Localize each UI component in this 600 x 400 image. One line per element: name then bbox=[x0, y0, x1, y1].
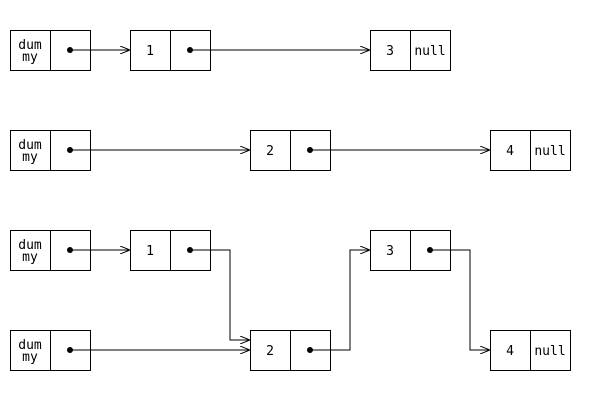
node-value: 4 bbox=[506, 344, 514, 359]
list-node: 4 null bbox=[490, 130, 571, 171]
value-cell bbox=[250, 330, 291, 371]
dummy-label-top: dum bbox=[18, 38, 42, 53]
list-b: dum my 2 4 null bbox=[10, 130, 571, 171]
next-arrow bbox=[190, 249, 250, 340]
node-value: 1 bbox=[146, 244, 154, 259]
dummy-label-cell bbox=[10, 230, 51, 271]
node-value: 2 bbox=[266, 344, 274, 359]
null-pointer: null bbox=[534, 344, 565, 359]
null-pointer: null bbox=[414, 44, 445, 59]
pointer-cell bbox=[410, 30, 451, 71]
dummy-label-cell bbox=[10, 30, 51, 71]
dummy-label-top: dum bbox=[18, 238, 42, 253]
list-node: 4 null bbox=[490, 330, 571, 371]
value-cell bbox=[250, 130, 291, 171]
node-value: 3 bbox=[386, 244, 394, 259]
value-cell bbox=[370, 30, 411, 71]
dummy-label-bottom: my bbox=[22, 250, 38, 265]
next-arrow bbox=[310, 250, 370, 351]
node-value: 2 bbox=[266, 144, 274, 159]
list-a: dum my 1 3 null bbox=[10, 30, 451, 71]
node-value: 3 bbox=[386, 44, 394, 59]
dummy-label-cell bbox=[10, 330, 51, 371]
value-cell bbox=[370, 230, 411, 271]
dummy-label-cell bbox=[10, 130, 51, 171]
dummy-label-bottom: my bbox=[22, 150, 38, 165]
list-node: 3 null bbox=[370, 30, 451, 71]
null-pointer: null bbox=[534, 144, 565, 159]
list-node: 2 bbox=[250, 330, 331, 371]
dummy-label-top: dum bbox=[18, 138, 42, 153]
dummy-node: dum my bbox=[10, 30, 91, 71]
dummy-label-top: dum bbox=[18, 338, 42, 353]
pointer-cell bbox=[530, 330, 571, 371]
pointer-cell bbox=[530, 130, 571, 171]
merged-list: dum my 1 dum my 2 bbox=[10, 230, 571, 371]
dummy-label-bottom: my bbox=[22, 350, 38, 365]
node-value: 4 bbox=[506, 144, 514, 159]
dummy-label-bottom: my bbox=[22, 50, 38, 65]
node-value: 1 bbox=[146, 44, 154, 59]
value-cell bbox=[130, 230, 171, 271]
next-arrow bbox=[430, 249, 490, 350]
